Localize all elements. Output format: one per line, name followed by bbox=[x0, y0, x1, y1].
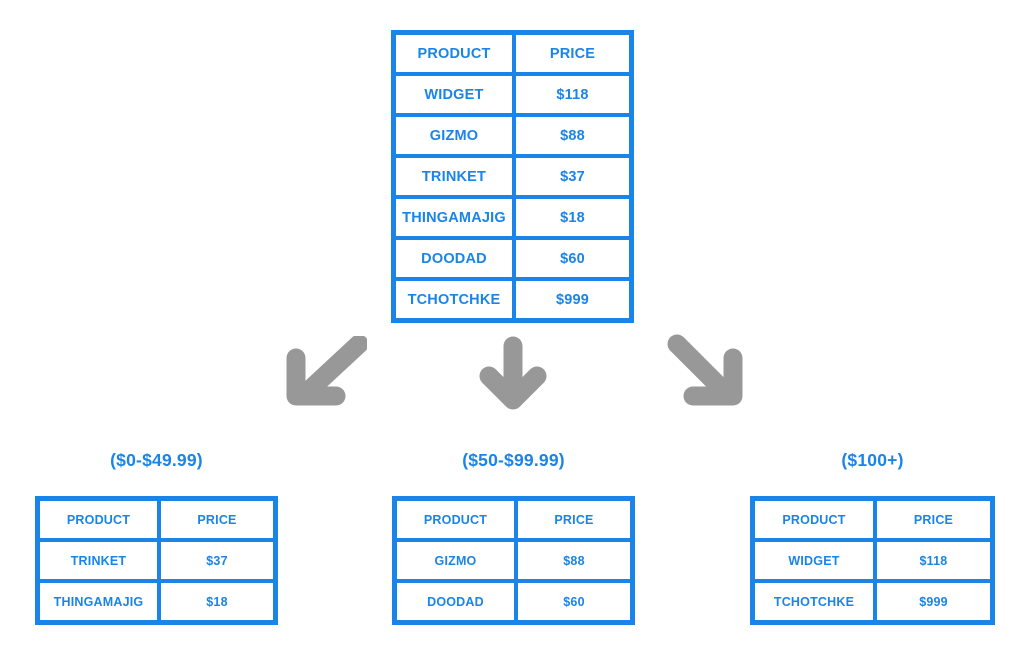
cell-price: $18 bbox=[159, 581, 275, 622]
table-row: TCHOTCHKE $999 bbox=[394, 279, 631, 320]
result-table-mid: PRODUCT PRICE GIZMO $88 DOODAD $60 bbox=[392, 496, 635, 625]
cell-product: TCHOTCHKE bbox=[394, 279, 514, 320]
cell-price: $60 bbox=[514, 238, 631, 279]
header-cell-product: PRODUCT bbox=[38, 499, 159, 540]
group-label-mid: ($50-$99.99) bbox=[462, 450, 565, 470]
cell-price: $60 bbox=[516, 581, 632, 622]
table-row: TCHOTCHKE $999 bbox=[753, 581, 992, 622]
cell-product: GIZMO bbox=[394, 115, 514, 156]
table-row: GIZMO $88 bbox=[395, 540, 632, 581]
cell-price: $999 bbox=[875, 581, 992, 622]
cell-product: TCHOTCHKE bbox=[753, 581, 875, 622]
cell-price: $999 bbox=[514, 279, 631, 320]
source-product-price-table: PRODUCT PRICE WIDGET $118 GIZMO $88 TRIN… bbox=[391, 30, 634, 323]
table-header-row: PRODUCT PRICE bbox=[395, 499, 632, 540]
cell-price: $37 bbox=[159, 540, 275, 581]
cell-price: $37 bbox=[514, 156, 631, 197]
header-cell-price: PRICE bbox=[875, 499, 992, 540]
cell-product: THINGAMAJIG bbox=[38, 581, 159, 622]
cell-product: GIZMO bbox=[395, 540, 516, 581]
table-row: THINGAMAJIG $18 bbox=[38, 581, 275, 622]
table-header-row: PRODUCT PRICE bbox=[38, 499, 275, 540]
cell-product: WIDGET bbox=[753, 540, 875, 581]
header-cell-price: PRICE bbox=[514, 33, 631, 74]
arrow-down-left-icon bbox=[286, 336, 367, 406]
header-cell-price: PRICE bbox=[159, 499, 275, 540]
cell-product: TRINKET bbox=[394, 156, 514, 197]
header-cell-price: PRICE bbox=[516, 499, 632, 540]
table-row: TRINKET $37 bbox=[38, 540, 275, 581]
cell-price: $88 bbox=[514, 115, 631, 156]
table-row: TRINKET $37 bbox=[394, 156, 631, 197]
table-row: WIDGET $118 bbox=[394, 74, 631, 115]
group-label-high: ($100+) bbox=[841, 450, 904, 470]
header-cell-product: PRODUCT bbox=[395, 499, 516, 540]
cell-product: DOODAD bbox=[394, 238, 514, 279]
table-row: GIZMO $88 bbox=[394, 115, 631, 156]
result-table-low: PRODUCT PRICE TRINKET $37 THINGAMAJIG $1… bbox=[35, 496, 278, 625]
group-label-low: ($0-$49.99) bbox=[110, 450, 203, 470]
cell-price: $118 bbox=[514, 74, 631, 115]
cell-product: WIDGET bbox=[394, 74, 514, 115]
header-cell-product: PRODUCT bbox=[394, 33, 514, 74]
table-row: WIDGET $118 bbox=[753, 540, 992, 581]
cell-price: $18 bbox=[514, 197, 631, 238]
cell-product: TRINKET bbox=[38, 540, 159, 581]
table-header-row: PRODUCT PRICE bbox=[753, 499, 992, 540]
table-row: DOODAD $60 bbox=[394, 238, 631, 279]
table-row: THINGAMAJIG $18 bbox=[394, 197, 631, 238]
header-cell-product: PRODUCT bbox=[753, 499, 875, 540]
cell-product: THINGAMAJIG bbox=[394, 197, 514, 238]
table-header-row: PRODUCT PRICE bbox=[394, 33, 631, 74]
arrow-down-icon bbox=[479, 336, 547, 410]
table-row: DOODAD $60 bbox=[395, 581, 632, 622]
cell-price: $88 bbox=[516, 540, 632, 581]
cell-price: $118 bbox=[875, 540, 992, 581]
arrow-down-right-icon bbox=[667, 334, 743, 406]
result-table-high: PRODUCT PRICE WIDGET $118 TCHOTCHKE $999 bbox=[750, 496, 995, 625]
cell-product: DOODAD bbox=[395, 581, 516, 622]
